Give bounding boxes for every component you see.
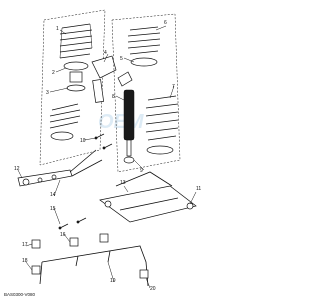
- left-shock-assembly: [39, 9, 117, 166]
- callout-20: 20: [150, 286, 156, 292]
- right-spring-coil: [127, 26, 161, 55]
- right-lower-eye: [123, 156, 135, 164]
- right-damper-body: [123, 89, 135, 141]
- right-damper-rod: [126, 139, 132, 157]
- lower-control-arm: [99, 171, 197, 223]
- callout-5: 5: [120, 56, 123, 62]
- left-shock-mount: [91, 55, 117, 79]
- callout-10: 10: [80, 138, 86, 144]
- leader-lines: [17, 25, 197, 289]
- watermark-logo: OEM: [98, 111, 145, 133]
- callout-4: 4: [104, 50, 107, 56]
- right-shock-assembly: [111, 13, 181, 173]
- callout-15: 15: [50, 206, 56, 212]
- lower-arm-pivot: [104, 200, 112, 208]
- right-shock-reservoir: [117, 71, 133, 87]
- callout-18: 18: [22, 258, 28, 264]
- left-spring-coil: [59, 23, 93, 59]
- callout-13: 13: [120, 180, 126, 186]
- callout-labels: 1 2 3 4 5 6 7 8 9 10 11 12 13 14 15 16 1…: [14, 20, 201, 292]
- left-damper-body: [92, 79, 105, 103]
- bolts: [58, 133, 113, 230]
- callout-11: 11: [196, 186, 201, 192]
- callout-1: 1: [56, 26, 59, 32]
- callout-2: 2: [52, 70, 55, 76]
- left-collar: [69, 71, 83, 83]
- callout-8: 8: [112, 94, 115, 100]
- callout-19: 19: [110, 278, 116, 284]
- exploded-parts-diagram: OEM: [4, 9, 201, 297]
- callout-12: 12: [14, 166, 20, 172]
- left-spring-seat: [63, 61, 89, 71]
- left-bottom-seat: [50, 131, 74, 141]
- upper-arm-bushing: [22, 178, 30, 186]
- left-lower-spring: [49, 103, 81, 129]
- upper-a-arm: [17, 149, 103, 187]
- callout-14: 14: [50, 192, 56, 198]
- callout-6: 6: [164, 20, 167, 26]
- callout-9: 9: [140, 168, 143, 174]
- right-bottom-seat: [146, 145, 174, 155]
- callout-17: 17: [22, 242, 28, 248]
- clamp-brackets: [31, 233, 149, 279]
- right-lower-spring: [145, 95, 179, 141]
- right-spring-seat: [130, 57, 158, 67]
- callout-16: 16: [60, 232, 66, 238]
- left-adjuster: [66, 84, 86, 92]
- diagram-code: BAS0300-V080: [4, 292, 36, 297]
- callout-3: 3: [46, 90, 49, 96]
- stabilizer-bar: [39, 245, 149, 287]
